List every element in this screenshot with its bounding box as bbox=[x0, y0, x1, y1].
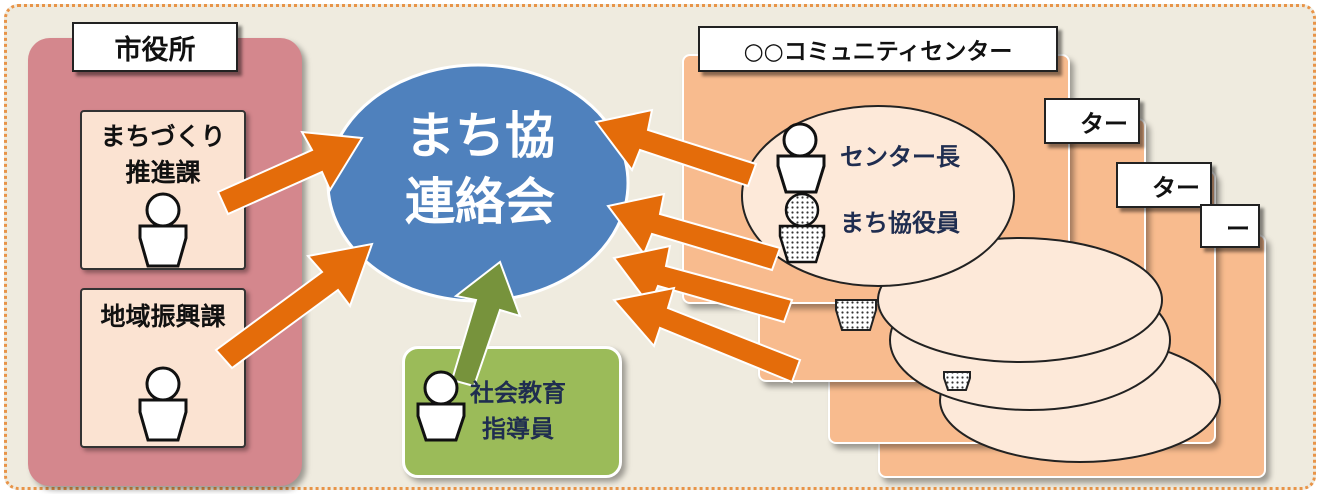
front-oval bbox=[741, 105, 1015, 287]
center-tab-back-3: ー bbox=[1200, 204, 1260, 248]
educator-box bbox=[402, 346, 622, 478]
arrow-dept2-to-council bbox=[214, 242, 374, 370]
center-tab-back-1: ター bbox=[1044, 98, 1140, 144]
director-label: センター長 bbox=[840, 143, 960, 171]
person-icon-dept1 bbox=[138, 192, 188, 268]
back-person-2 bbox=[943, 371, 971, 391]
dept-machizukuri-line2: 推進課 bbox=[125, 158, 201, 187]
city-hall-title: 市役所 bbox=[72, 22, 238, 72]
arrow-center4-to-council bbox=[612, 286, 802, 384]
arrow-center3-to-council bbox=[612, 244, 794, 324]
council-label-line1: まち協 bbox=[405, 107, 555, 165]
back-person-1 bbox=[835, 299, 877, 331]
arrows-orange bbox=[214, 108, 802, 384]
educator-label-line2: 指導員 bbox=[482, 415, 554, 443]
arrow-educator-to-council bbox=[450, 260, 522, 388]
arrow-center1-to-council bbox=[594, 108, 758, 188]
dept-machizukuri-line1: まちづくり bbox=[100, 122, 226, 151]
person-icon-educator bbox=[416, 370, 466, 442]
person-icon-dept2 bbox=[138, 366, 188, 442]
arrow-dept1-to-council bbox=[216, 130, 364, 216]
center-title-tab: ○○コミュニティセンター bbox=[698, 26, 1058, 72]
educator-label-line1: 社会教育 bbox=[470, 379, 566, 407]
council-label-line2: 連絡会 bbox=[405, 173, 555, 231]
dept-chiiki-label: 地域振興課 bbox=[100, 302, 226, 331]
arrow-center2-to-council bbox=[606, 192, 782, 272]
person-icon-officer bbox=[778, 192, 826, 264]
center-tab-back-2: ター bbox=[1116, 162, 1212, 208]
officer-label: まち協役員 bbox=[840, 209, 960, 237]
person-icon-director bbox=[776, 122, 826, 194]
